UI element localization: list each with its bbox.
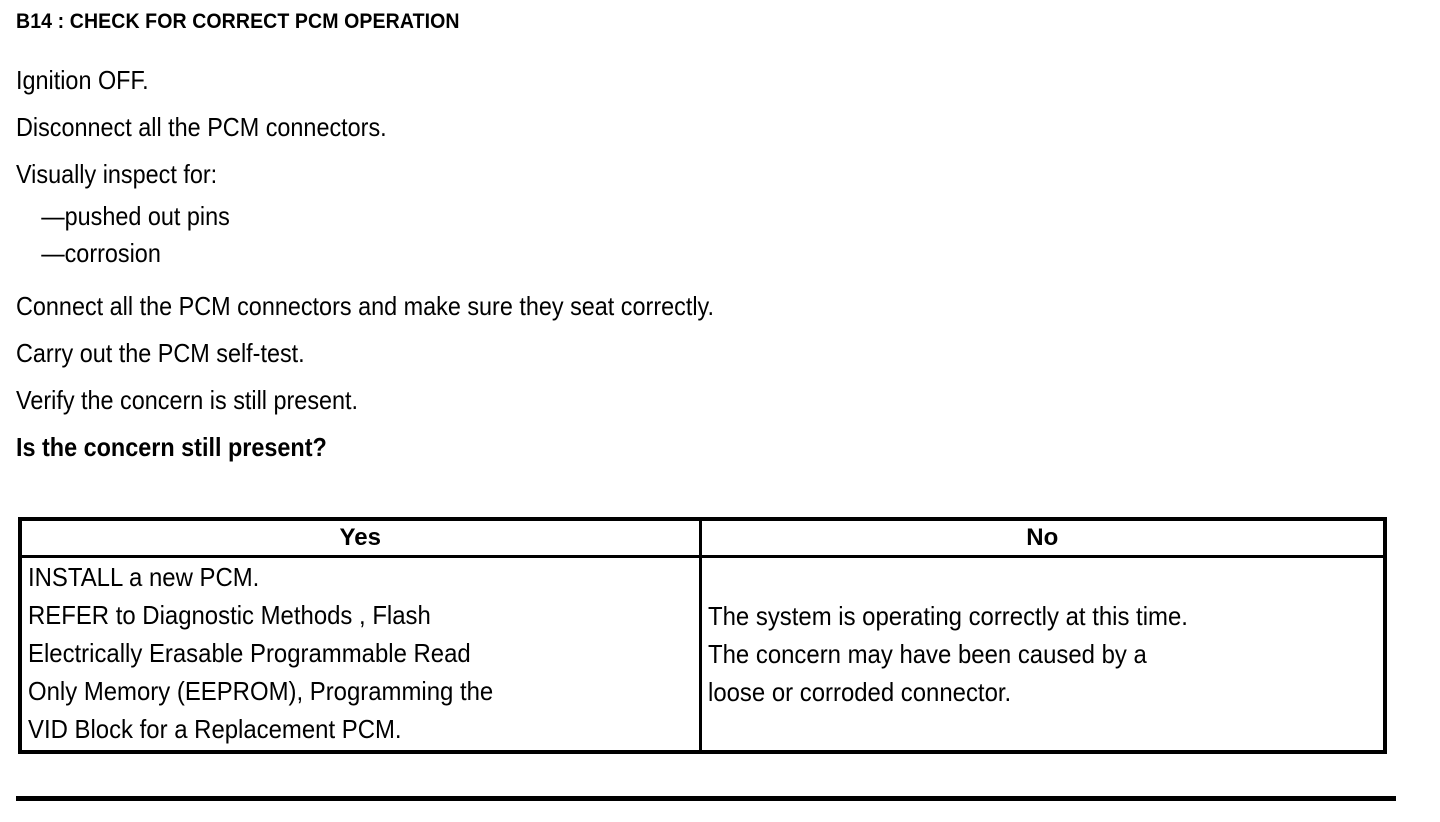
inspection-sub-list: —pushed out pins —corrosion xyxy=(16,198,1416,272)
procedure-line: Visually inspect for: xyxy=(16,159,218,189)
cell-line: INSTALL a new PCM. xyxy=(28,562,260,592)
column-header-yes: Yes xyxy=(18,519,702,558)
cell-line: Only Memory (EEPROM), Programming the xyxy=(28,676,494,706)
procedure-line: Verify the concern is still present. xyxy=(16,385,359,415)
column-header-no: No xyxy=(698,519,1387,558)
inspection-sub-item: —corrosion xyxy=(41,238,161,268)
cell-no-action: The system is operating correctly at thi… xyxy=(698,555,1387,752)
cell-line: The concern may have been caused by a xyxy=(707,639,1147,669)
cell-yes-text: INSTALL a new PCM. REFER to Diagnostic M… xyxy=(28,558,699,748)
cell-no-text: The system is operating correctly at thi… xyxy=(708,597,1384,711)
procedure-line: Connect all the PCM connectors and make … xyxy=(16,291,714,321)
procedure-line: Carry out the PCM self-test. xyxy=(16,338,305,368)
cell-yes-action: INSTALL a new PCM. REFER to Diagnostic M… xyxy=(18,555,702,752)
cell-line: The system is operating correctly at thi… xyxy=(707,601,1188,631)
procedure-body: Ignition OFF. Disconnect all the PCM con… xyxy=(16,57,1416,471)
table-header-row: Yes No xyxy=(18,519,1387,558)
decision-question: Is the concern still present? xyxy=(16,432,327,462)
cell-line: VID Block for a Replacement PCM. xyxy=(28,714,402,744)
cell-line: Electrically Erasable Programmable Read xyxy=(28,638,471,668)
bottom-separator-rule xyxy=(16,796,1396,801)
procedure-line: Disconnect all the PCM connectors. xyxy=(16,112,387,142)
decision-table: Yes No INSTALL a new PCM. REFER to Diagn… xyxy=(18,517,1387,754)
procedure-line: Ignition OFF. xyxy=(16,65,149,95)
inspection-sub-item: —pushed out pins xyxy=(41,201,230,231)
table-row: INSTALL a new PCM. REFER to Diagnostic M… xyxy=(18,555,1387,752)
cell-line: REFER to Diagnostic Methods , Flash xyxy=(28,600,431,630)
cell-line: loose or corroded connector. xyxy=(707,677,1011,707)
step-title: B14 : CHECK FOR CORRECT PCM OPERATION xyxy=(16,10,460,33)
spacer xyxy=(16,272,1416,283)
